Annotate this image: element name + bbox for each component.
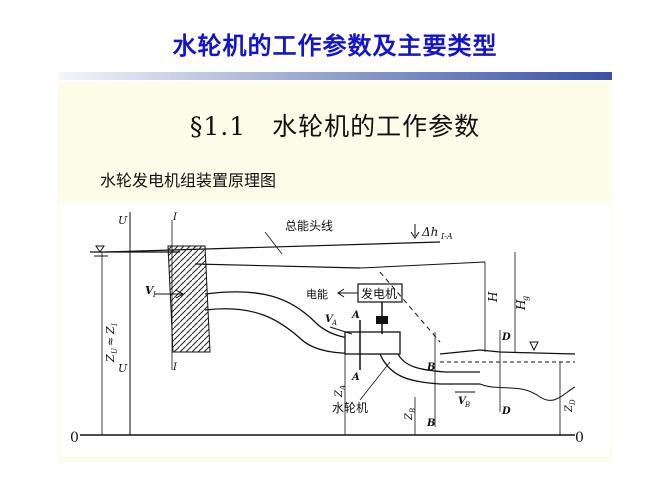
turbine-casing <box>344 331 401 355</box>
svg-text:I: I <box>152 291 156 299</box>
svg-text:Z: Z <box>334 389 345 398</box>
energy-line-leader <box>264 231 283 255</box>
vb-label: V <box>458 396 467 407</box>
tailwater-symbol <box>529 341 539 352</box>
svg-text:Z: Z <box>564 404 575 413</box>
riverbed <box>479 383 576 401</box>
section-a-bottom: A <box>351 372 360 383</box>
draft-tube-outer <box>379 353 480 385</box>
v1-label: V <box>145 284 155 297</box>
electric-energy-label: 电能 <box>306 287 328 301</box>
energy-line-slope <box>194 263 361 269</box>
svg-text:Z: Z <box>404 412 415 421</box>
figure-caption: 水轮发电机组装置原理图 <box>100 171 277 190</box>
tailwater-surface <box>439 349 576 355</box>
head-loss-label: Δh <box>421 225 438 239</box>
svg-text:D: D <box>569 399 577 406</box>
za-label-group: Z A <box>334 385 347 398</box>
head-loss-sub: I-A <box>440 232 453 241</box>
svg-text:A: A <box>331 319 337 327</box>
h-label-group: H <box>486 291 500 303</box>
upstream-water-symbol <box>95 245 105 253</box>
section-d-bottom: D <box>501 406 511 417</box>
section-b-bottom: B <box>426 418 435 429</box>
datum-label-left: 0 <box>70 430 79 446</box>
turbine-leader <box>359 361 391 401</box>
total-energy-line-top <box>104 241 441 253</box>
hg-label-group: H g <box>514 296 530 311</box>
va-arrow <box>329 326 353 335</box>
section-a-top: A <box>351 310 360 321</box>
turbine-label: 水轮机 <box>332 401 368 415</box>
va-label: V <box>325 314 334 325</box>
energy-line-right <box>359 261 486 269</box>
svg-text:I: I <box>111 323 119 327</box>
diagram-svg: 0 0 总能头线 Δh I-A U U Z U ≈ Z I I I <box>70 212 584 446</box>
svg-text:A: A <box>339 385 347 391</box>
svg-text:U: U <box>111 347 119 354</box>
svg-text:Z: Z <box>104 326 117 335</box>
dashed-guide <box>379 271 441 343</box>
section-i-bottom: I <box>172 362 178 373</box>
svg-text:Z: Z <box>104 354 117 363</box>
zb-label-group: Z B <box>404 408 417 421</box>
section-d-top: D <box>501 332 511 343</box>
dam-body <box>167 245 211 353</box>
section-i-top: I <box>172 212 178 223</box>
level-u-top: U <box>118 214 128 227</box>
svg-text:B: B <box>464 401 470 409</box>
zd-label-group: Z D <box>564 399 577 413</box>
title-rule <box>58 72 612 80</box>
shaft-coupling <box>376 316 388 324</box>
svg-text:B: B <box>409 408 417 414</box>
hydro-unit-diagram: 0 0 总能头线 Δh I-A U U Z U ≈ Z I I I <box>60 202 610 457</box>
svg-text:H: H <box>514 299 528 311</box>
h-label: H <box>486 291 500 303</box>
section-b-top: B <box>426 362 435 373</box>
zu-label-group: Z U ≈ Z I <box>104 323 119 363</box>
svg-text:g: g <box>521 296 530 301</box>
slide-title: 水轮机的工作参数及主要类型 <box>172 32 498 60</box>
section-heading: §1.1 水轮机的工作参数 <box>189 112 481 141</box>
datum-label-right: 0 <box>575 430 584 446</box>
level-u-bottom: U <box>118 362 128 375</box>
total-energy-line-label: 总能头线 <box>285 219 333 233</box>
svg-text:≈: ≈ <box>104 337 117 346</box>
generator-label: 发电机 <box>361 286 397 301</box>
draft-tube-inner <box>397 353 480 373</box>
